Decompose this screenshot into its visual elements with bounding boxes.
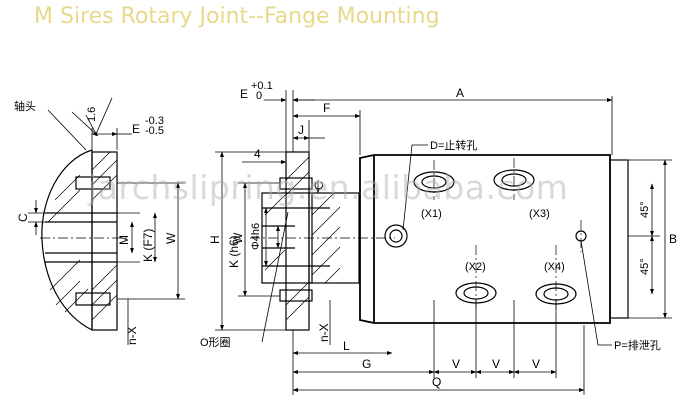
label-X1: (X1) bbox=[421, 208, 442, 220]
section-view bbox=[215, 90, 613, 395]
label-45-top: 45° bbox=[639, 201, 651, 218]
diagram-title: M Sires Rotary Joint--Fange Mounting bbox=[34, 4, 440, 29]
label-H: H bbox=[208, 235, 222, 244]
label-G: G bbox=[362, 357, 371, 371]
label-J: J bbox=[298, 123, 304, 137]
label-D-stop-hole: D=止转孔 bbox=[430, 138, 477, 152]
label-C-left: C bbox=[16, 213, 30, 222]
label-M: M bbox=[117, 235, 131, 245]
label-phi4h6: Φ4h6 bbox=[250, 223, 262, 250]
label-V1: V bbox=[452, 357, 460, 371]
label-X4: (X4) bbox=[544, 261, 565, 273]
label-L: L bbox=[343, 339, 350, 353]
dimension-labels: 轴头 1.6 E -0.3 -0.5 C M K (F7) W n-X E +0… bbox=[14, 80, 677, 389]
shaft-head-view bbox=[28, 97, 185, 345]
watermark: jarchslipring.en.alibaba.com bbox=[88, 168, 569, 207]
label-E-left-lower: -0.5 bbox=[145, 125, 164, 137]
label-nX-left: n-X bbox=[125, 326, 139, 345]
label-o-ring: O形圈 bbox=[200, 336, 231, 349]
label-W-mid: W bbox=[231, 232, 245, 244]
label-Q: Q bbox=[432, 375, 441, 389]
label-roughness: 1.6 bbox=[86, 107, 98, 122]
label-A: A bbox=[456, 86, 464, 100]
label-E-top: E bbox=[240, 87, 248, 101]
label-F: F bbox=[323, 101, 330, 115]
label-E-left-upper: -0.3 bbox=[145, 115, 164, 127]
label-K-h6: K (h6) bbox=[227, 235, 241, 268]
label-P-drain-hole: P=排泄孔 bbox=[614, 338, 661, 352]
label-V2: V bbox=[492, 357, 500, 371]
label-nX-mid: n-X bbox=[317, 323, 331, 342]
joint-body bbox=[292, 96, 672, 395]
label-X3: (X3) bbox=[529, 208, 550, 220]
label-E-left: E bbox=[132, 122, 140, 136]
label-shaft-head: 轴头 bbox=[14, 99, 36, 113]
label-E-top-upper: +0.1 bbox=[251, 80, 273, 92]
label-B: B bbox=[669, 232, 677, 246]
label-dim4: 4 bbox=[254, 147, 261, 161]
label-W-left: W bbox=[164, 232, 178, 244]
label-45-bottom: 45° bbox=[639, 258, 651, 275]
label-V3: V bbox=[532, 357, 540, 371]
label-K-F7: K (F7) bbox=[141, 229, 155, 262]
label-C-mid: C bbox=[312, 181, 326, 190]
label-X2: (X2) bbox=[465, 261, 486, 273]
label-E-top-lower: 0 bbox=[256, 90, 262, 102]
